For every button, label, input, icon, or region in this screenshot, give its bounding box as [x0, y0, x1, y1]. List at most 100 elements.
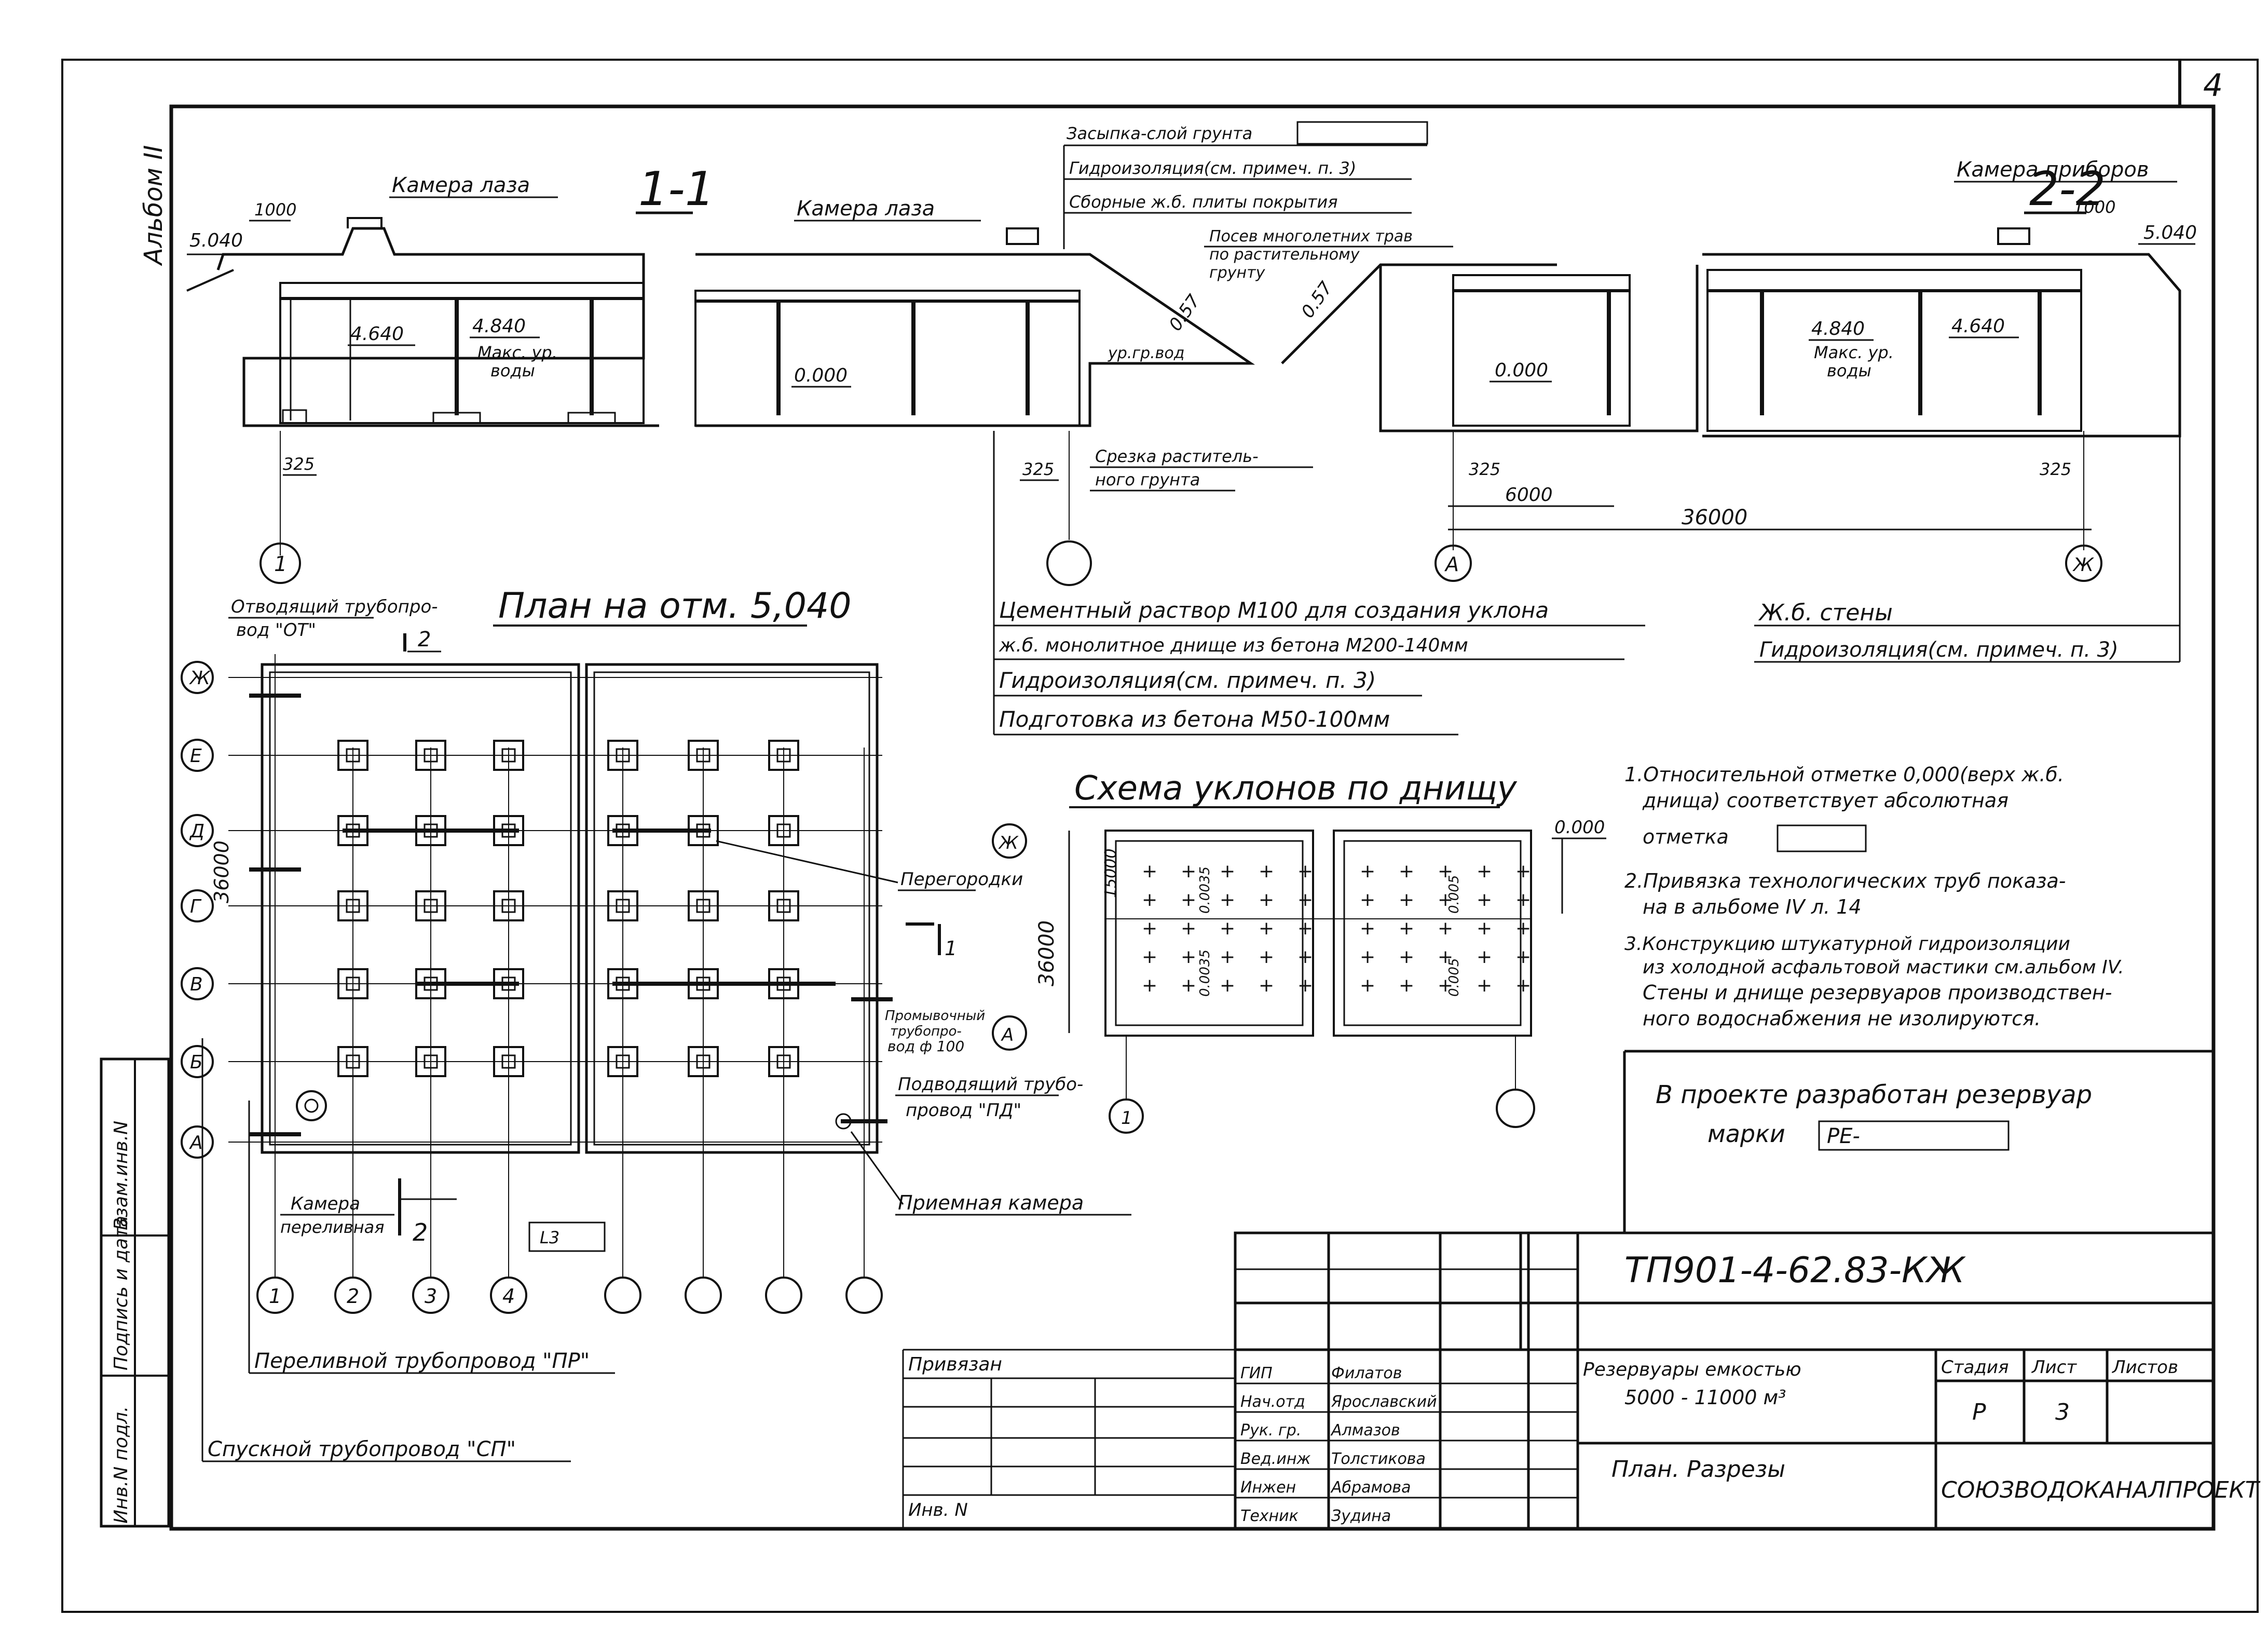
svg-text:1000: 1000 — [2073, 197, 2115, 217]
svg-text:4.640: 4.640 — [350, 323, 404, 345]
svg-text:Инв. N: Инв. N — [908, 1500, 968, 1520]
slope-plus: + — [1438, 918, 1453, 939]
note-3a: 3.Конструкцию штукатурной гидроизоляции — [1624, 933, 2070, 955]
note-3c: Стены и днище резервуаров производствен- — [1643, 981, 2112, 1004]
plan-column — [493, 890, 524, 921]
sheet-number: 4 — [2203, 67, 2223, 104]
svg-text:1: 1 — [945, 937, 957, 960]
plan-row-label: Д — [189, 821, 204, 842]
tb-role: Инжен — [1240, 1478, 1296, 1497]
svg-text:Ж.б. стены: Ж.б. стены — [1758, 600, 1893, 626]
bottom-layers-callout: Цементный раствор М100 для создания укло… — [993, 431, 1645, 736]
plan-col-marker — [845, 1277, 883, 1314]
slope-plus: + — [1360, 861, 1375, 882]
svg-text:Подводящий трубо-: Подводящий трубо- — [898, 1074, 1083, 1095]
slope-plus: + — [1399, 861, 1414, 882]
slope-plus: + — [1220, 975, 1235, 996]
svg-text:ного грунта: ного грунта — [1095, 470, 1200, 490]
plan-col-label: 4 — [502, 1285, 515, 1308]
slope-plus: + — [1515, 975, 1531, 996]
plan-col-marker — [765, 1277, 802, 1314]
svg-text:В проекте разработан резервуар: В проекте разработан резервуар — [1656, 1080, 2092, 1109]
slope-plus: + — [1399, 918, 1414, 939]
plan-column — [688, 890, 719, 921]
svg-text:4.840: 4.840 — [1811, 318, 1865, 340]
stamp-inv-vzam: Взам.инв.N — [111, 1121, 132, 1230]
svg-text:Листов: Листов — [2111, 1357, 2178, 1378]
plan-column — [768, 890, 799, 921]
plan-title: План на отм. 5,040 — [498, 586, 852, 627]
slope-plus: + — [1142, 946, 1157, 968]
tb-name: Филатов — [1331, 1364, 1402, 1382]
slope-plus: + — [1142, 861, 1157, 882]
section-1-1: 1-1 Камера лаза 1000 5.040 4.640 4.840 М… — [186, 162, 1255, 586]
svg-text:ж.б. монолитное днище из бетон: ж.б. монолитное днище из бетона М200-140… — [999, 635, 1468, 656]
plan-col-label: 2 — [347, 1285, 359, 1308]
album-label: Альбом II — [139, 145, 168, 266]
slope-plus: + — [1181, 946, 1196, 968]
plan-column — [337, 890, 368, 921]
slope-plus: + — [1515, 889, 1531, 911]
svg-text:Гидроизоляция(см. примеч. п. 3: Гидроизоляция(см. примеч. п. 3) — [999, 668, 1376, 693]
svg-text:L3: L3 — [540, 1228, 559, 1247]
svg-text:Перегородки: Перегородки — [900, 869, 1023, 890]
svg-text:Промывочный: Промывочный — [885, 1008, 985, 1024]
svg-text:РЕ-: РЕ- — [1827, 1124, 1860, 1148]
slope-plus: + — [1360, 946, 1375, 968]
plan-row-marker — [181, 1125, 214, 1159]
tb-name: Алмазов — [1330, 1421, 1400, 1440]
plan-row-marker — [181, 967, 214, 1000]
slope-plus: + — [1220, 918, 1235, 939]
note-2b: на в альбоме IV л. 14 — [1643, 895, 1862, 918]
slope-plus: + — [1181, 975, 1196, 996]
svg-text:2: 2 — [413, 1218, 428, 1246]
slope-plus: + — [1297, 975, 1313, 996]
svg-text:0.005: 0.005 — [1446, 875, 1462, 914]
svg-text:Спускной трубопровод "СП": Спускной трубопровод "СП" — [208, 1437, 516, 1461]
plan-column — [415, 740, 446, 771]
stamp-sign-date: Подпись и дата — [111, 1216, 132, 1370]
plan-column — [493, 1046, 524, 1077]
plan-col-marker — [490, 1277, 527, 1314]
svg-text:6000: 6000 — [1505, 484, 1553, 506]
wall-layers-callout: Ж.б. стены Гидроизоляция(см. примеч. п. … — [1754, 431, 2181, 663]
svg-text:Привязан: Привязан — [908, 1354, 1002, 1375]
plan-col-marker — [334, 1277, 372, 1314]
plan-column — [688, 1046, 719, 1077]
plan-row-marker — [181, 1045, 214, 1078]
tb-name: Толстикова — [1331, 1450, 1426, 1468]
svg-text:325: 325 — [1469, 459, 1500, 479]
svg-text:Р: Р — [1972, 1399, 1986, 1425]
note-3b: из холодной асфальтовой мастики см.альбо… — [1643, 957, 2124, 978]
svg-text:воды: воды — [490, 361, 535, 381]
svg-text:325: 325 — [283, 454, 315, 474]
slope-plus: + — [1438, 861, 1453, 882]
svg-text:Резервуары емкостью: Резервуары емкостью — [1583, 1359, 1801, 1380]
slope-plus: + — [1297, 861, 1313, 882]
inner-frame — [169, 104, 2216, 1531]
slope-plus: + — [1259, 918, 1274, 939]
slope-plus: + — [1297, 889, 1313, 911]
camera-lyuk-label: Камера лаза — [392, 173, 530, 197]
plan-row-label: В — [190, 974, 203, 995]
slope-plus: + — [1259, 861, 1274, 882]
outer-frame — [61, 59, 2259, 1613]
axis-marker-empty — [1046, 540, 1092, 586]
slope-scheme: Схема уклонов по днищу + + + + + + + + + + + + + + + + +… — [992, 769, 1606, 1134]
plan-col-label: 1 — [269, 1285, 281, 1308]
svg-text:36000: 36000 — [1035, 920, 1059, 986]
plan-column — [337, 740, 368, 771]
reservoir-box: В проекте разработан резервуар марки РЕ- — [1623, 1050, 2214, 1233]
slope-scheme-title: Схема уклонов по днищу — [1074, 769, 1518, 808]
slope-plus: + — [1297, 946, 1313, 968]
svg-text:переливная: переливная — [280, 1217, 385, 1237]
svg-text:трубопро-: трубопро- — [890, 1024, 962, 1039]
note-1a: 1.Относительной отметке 0,000(верх ж.б. — [1624, 763, 2064, 786]
svg-text:вод ф 100: вод ф 100 — [887, 1038, 964, 1055]
svg-text:провод "ПД": провод "ПД" — [906, 1100, 1021, 1121]
slope-plus: + — [1142, 918, 1157, 939]
side-stamp: Инв.N подл. Подпись и дата Взам.инв.N — [100, 1057, 170, 1528]
org-name: СОЮЗВОДОКАНАЛПРОЕКТ — [1941, 1477, 2261, 1503]
note-3d: ного водоснабжения не изолируются. — [1643, 1007, 2041, 1030]
tb-role: Техник — [1240, 1507, 1299, 1525]
